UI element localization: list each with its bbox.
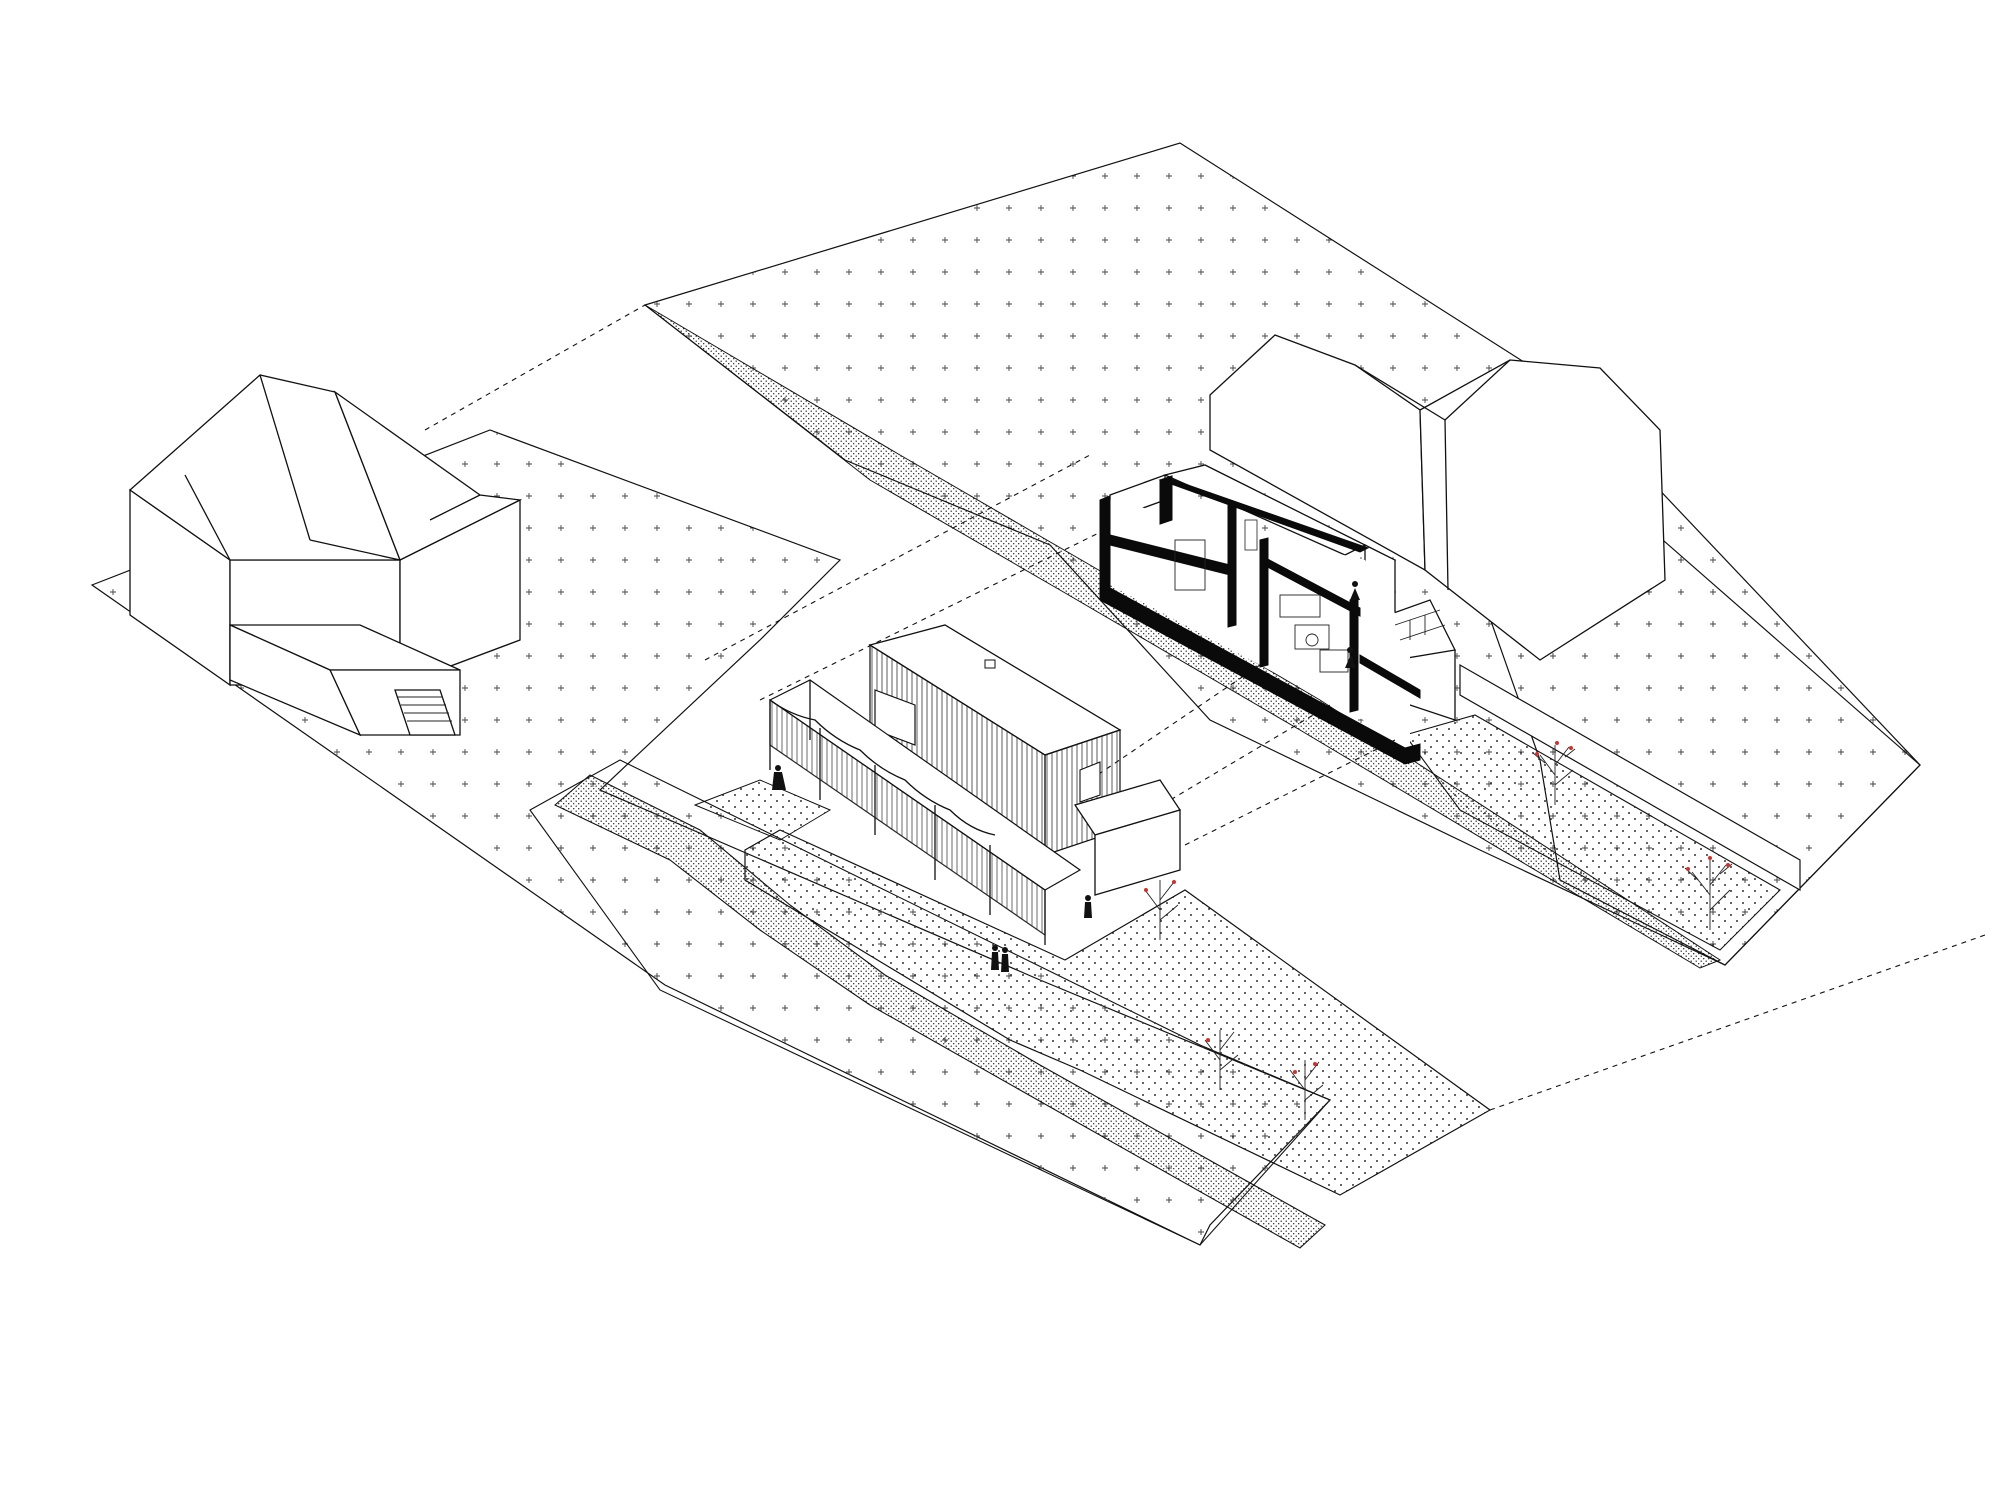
tree <box>1532 741 1576 805</box>
garden-terrace <box>744 829 1492 1196</box>
retaining-wall <box>1459 663 1801 892</box>
fruit-trees <box>1144 741 1733 1120</box>
neighbour-house-right <box>1209 334 1666 661</box>
terrace-railing <box>1394 609 1446 641</box>
main-house-section <box>1099 464 1456 765</box>
tree <box>1684 856 1733 930</box>
person-door <box>1084 895 1092 918</box>
tree <box>1144 880 1179 940</box>
tree <box>1289 1060 1324 1120</box>
pavilion-annex <box>768 624 1182 945</box>
person-walking <box>772 765 786 790</box>
access-ramp <box>554 774 1326 1249</box>
person-couple <box>991 945 1009 972</box>
canopy-frames <box>768 679 1082 945</box>
people-figures <box>772 765 1092 972</box>
tree <box>1204 1030 1239 1090</box>
back-garden <box>1404 714 1781 951</box>
interior-details <box>1174 519 1360 673</box>
neighbour-house-left <box>128 374 523 737</box>
section-cut <box>1099 495 1421 765</box>
porch-steps <box>394 689 456 736</box>
entry-path <box>693 779 832 841</box>
